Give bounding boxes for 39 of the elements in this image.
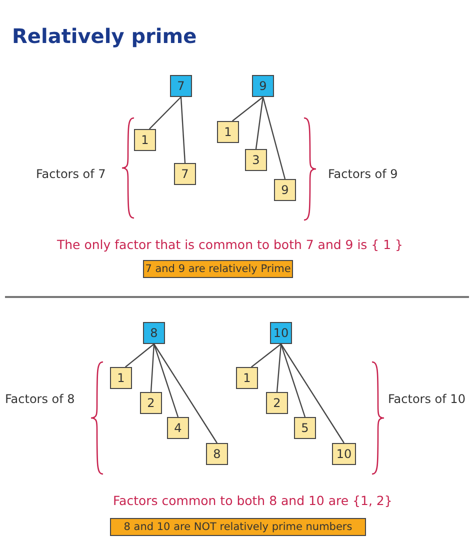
- connector-line: [262, 96, 286, 180]
- number-box: 8: [143, 322, 165, 344]
- title: Relatively prime: [12, 24, 197, 48]
- result-box: 7 and 9 are relatively Prime: [143, 260, 293, 278]
- factors-label: Factors of 8: [5, 392, 75, 406]
- factor-box: 1: [217, 121, 239, 143]
- factors-label: Factors of 9: [328, 167, 398, 181]
- number-box: 7: [170, 75, 192, 97]
- connector-line: [255, 96, 264, 150]
- connector-line: [280, 344, 306, 418]
- connector-line: [276, 344, 282, 392]
- factor-box: 2: [266, 392, 288, 414]
- factor-box: 8: [206, 443, 228, 465]
- connector-line: [148, 96, 182, 130]
- number-box: 9: [252, 75, 274, 97]
- connector-line: [280, 344, 344, 444]
- factor-box: 3: [245, 149, 267, 171]
- factor-box: 1: [236, 367, 258, 389]
- connector-line: [154, 344, 218, 444]
- factors-label: Factors of 7: [36, 167, 106, 181]
- factor-box: 1: [110, 367, 132, 389]
- result-box: 8 and 10 are NOT relatively prime numbers: [110, 518, 366, 536]
- factor-box: 5: [294, 417, 316, 439]
- connector-line: [125, 344, 154, 368]
- connector-line: [180, 96, 186, 164]
- factor-box: 4: [167, 417, 189, 439]
- connector-line: [232, 96, 264, 122]
- connector-line: [153, 344, 179, 418]
- factor-box: 2: [140, 392, 162, 414]
- connector-line: [251, 344, 282, 368]
- conclusion-text: The only factor that is common to both 7 and 9 is { 1 }: [57, 237, 403, 252]
- factor-box: 9: [274, 179, 296, 201]
- factor-box: 1: [134, 129, 156, 151]
- factor-box: 10: [332, 443, 356, 465]
- conclusion-text: Factors common to both 8 and 10 are {1, 2}: [113, 493, 392, 508]
- factors-label: Factors of 10: [388, 392, 466, 406]
- factor-box: 7: [174, 163, 196, 185]
- number-box: 10: [270, 322, 292, 344]
- connector-line: [150, 344, 155, 392]
